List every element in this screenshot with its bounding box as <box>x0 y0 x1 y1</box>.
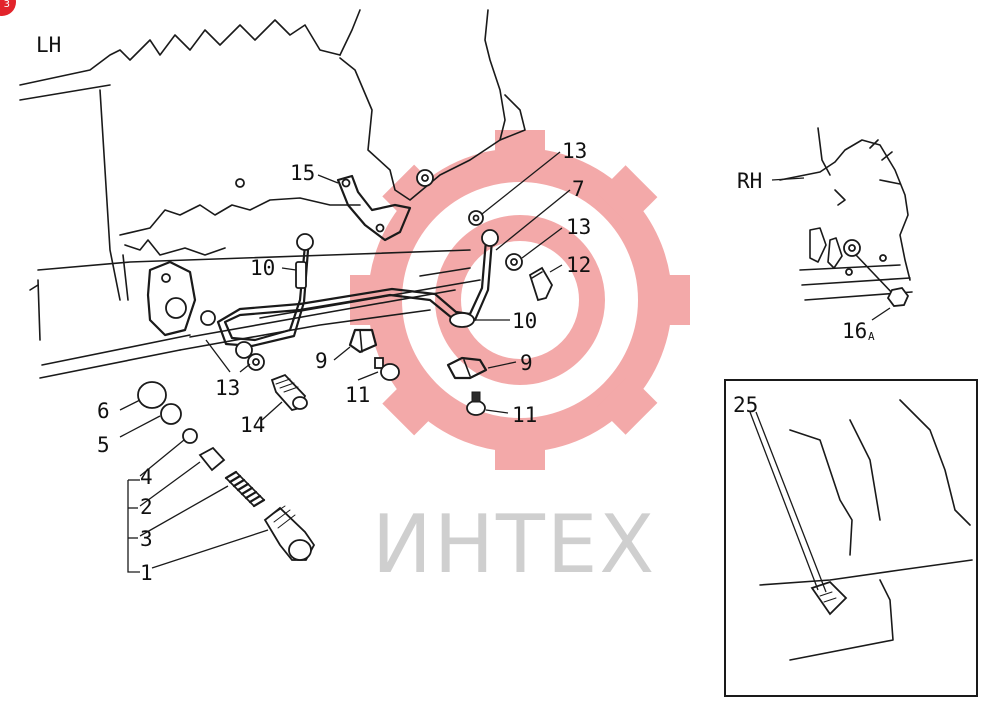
oil-pipes <box>200 229 499 359</box>
clamp-9-right <box>446 356 488 380</box>
callout-16a-suffix: A <box>868 330 875 343</box>
callout-3: 3 <box>140 527 153 551</box>
union-bolt-14 <box>270 373 308 412</box>
callout-1: 1 <box>140 561 153 585</box>
callout-2: 2 <box>140 495 153 519</box>
callout-9-left: 9 <box>315 349 328 373</box>
spring-3 <box>224 470 266 508</box>
bracket-15 <box>336 174 412 242</box>
view-label-lh: LH <box>36 33 61 57</box>
callout-11-left: 11 <box>345 383 370 407</box>
sleeve-2 <box>198 446 226 472</box>
callout-6: 6 <box>97 399 110 423</box>
callout-13-mid: 13 <box>566 215 591 239</box>
callout-14: 14 <box>240 413 265 437</box>
gaskets-13 <box>247 210 523 371</box>
leader-lines <box>119 151 571 573</box>
callout-13-bottom: 13 <box>215 376 240 400</box>
callout-10-right: 10 <box>512 309 537 333</box>
washer-4 <box>182 428 198 444</box>
callout-5: 5 <box>97 433 110 457</box>
plug-1 <box>263 505 316 561</box>
callout-13-top: 13 <box>562 139 587 163</box>
cap-6 <box>137 381 167 409</box>
callout-16a: 16 <box>842 319 867 343</box>
callout-7: 7 <box>572 177 585 201</box>
valve-parts <box>137 381 316 561</box>
bolt-12 <box>528 266 554 302</box>
callout-4: 4 <box>140 465 153 489</box>
bolt-11-right <box>466 391 486 416</box>
callout-9-right: 9 <box>520 351 533 375</box>
o-ring-5 <box>160 403 182 425</box>
callout-10-left: 10 <box>250 256 275 280</box>
view-label-rh: RH <box>737 169 762 193</box>
watermark-text: ИНТЕХ <box>372 498 656 591</box>
rh-detail-view <box>771 127 913 321</box>
callout-12: 12 <box>566 253 591 277</box>
callout-15: 15 <box>290 161 315 185</box>
engine-block-lh <box>19 9 526 379</box>
callout-25: 25 <box>733 393 758 417</box>
inset-25-frame <box>724 379 978 697</box>
clamp-9-left <box>348 328 378 354</box>
callout-11-right: 11 <box>512 403 537 427</box>
page-badge-text: 3 <box>3 0 10 10</box>
bolt-11-left <box>374 357 400 381</box>
